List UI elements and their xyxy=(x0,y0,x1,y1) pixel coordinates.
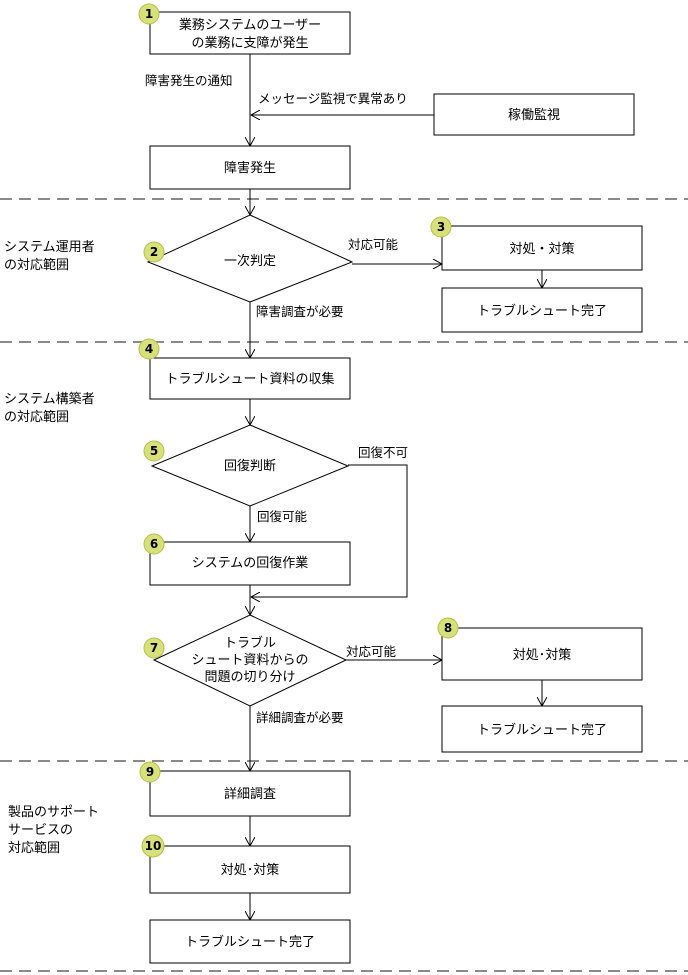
node-decision1: 一次判定 xyxy=(146,214,354,303)
node-monitor-label: 稼働監視 xyxy=(508,107,560,123)
node-detail: 詳細調査 xyxy=(149,770,351,817)
node-failure-label: 障害発生 xyxy=(224,160,276,176)
step-badge-5: 5 xyxy=(143,440,165,462)
zone-label-support-line1: 製品のサポート xyxy=(8,805,99,820)
node-done3-label: トラブルシュート完了 xyxy=(185,934,315,950)
node-decision2-label: 回復判断 xyxy=(224,458,276,474)
step-badge-10: 10 xyxy=(141,834,165,858)
step-badge-7: 7 xyxy=(143,637,165,659)
zone-label-support-line2: サービスの xyxy=(8,823,73,838)
step-badge-2: 2 xyxy=(143,241,165,263)
svg-text:8: 8 xyxy=(444,621,452,635)
edge-label-need-investigation: 障害調査が必要 xyxy=(256,304,344,319)
step-badge-8: 8 xyxy=(437,617,459,639)
svg-text:4: 4 xyxy=(145,342,153,356)
node-decision1-label: 一次判定 xyxy=(224,253,276,269)
svg-text:5: 5 xyxy=(150,444,158,458)
step-badge-6: 6 xyxy=(143,533,165,555)
edge-label-recoverable: 回復可能 xyxy=(257,509,308,524)
zone-label-support-line3: 対応範囲 xyxy=(8,841,60,856)
node-start: 業務システムのユーザー の業務に支障が発生 xyxy=(149,11,351,55)
node-failure: 障害発生 xyxy=(149,145,351,190)
svg-text:6: 6 xyxy=(150,537,158,551)
node-recovery-label: システムの回復作業 xyxy=(192,555,309,571)
edge-label-possible2: 対応可能 xyxy=(346,644,397,659)
node-done1: トラブルシュート完了 xyxy=(441,287,643,333)
svg-text:1: 1 xyxy=(145,7,153,21)
node-action1-label: 対処・対策 xyxy=(509,241,574,257)
node-action2-label: 対処･対策 xyxy=(513,647,572,663)
edge-label-monitor-message: メッセージ監視で異常あり xyxy=(258,91,408,106)
svg-text:2: 2 xyxy=(150,245,158,259)
step-badge-4: 4 xyxy=(138,338,160,360)
step-badge-3: 3 xyxy=(430,216,452,238)
svg-text:3: 3 xyxy=(437,220,445,234)
svg-text:9: 9 xyxy=(146,765,154,779)
edge-label-need-detail: 詳細調査が必要 xyxy=(256,710,344,725)
edge-decision2-unrecoverable xyxy=(251,464,408,597)
node-done3: トラブルシュート完了 xyxy=(149,919,351,964)
node-decision3: トラブル シュート資料からの 問題の切り分け xyxy=(152,614,348,707)
node-start-line1: 業務システムのユーザー xyxy=(179,17,321,33)
node-collect: トラブルシュート資料の収集 xyxy=(149,357,351,400)
edge-label-unrecoverable: 回復不可 xyxy=(358,445,408,460)
step-badge-9: 9 xyxy=(139,761,161,783)
svg-text:10: 10 xyxy=(145,839,162,853)
zone-label-builder-line2: の対応範囲 xyxy=(4,410,69,425)
svg-text:7: 7 xyxy=(150,641,158,655)
node-done2: トラブルシュート完了 xyxy=(441,705,643,753)
node-decision3-line1: トラブル xyxy=(224,635,276,651)
node-action1: 対処・対策 xyxy=(441,225,643,271)
node-done1-label: トラブルシュート完了 xyxy=(477,303,607,319)
node-monitor: 稼働監視 xyxy=(433,93,635,136)
node-decision3-line2: シュート資料からの xyxy=(191,653,308,668)
edge-label-notify: 障害発生の通知 xyxy=(145,73,233,88)
zone-label-builder-line1: システム構築者 xyxy=(4,392,95,407)
node-action3: 対処･対策 xyxy=(149,845,351,894)
zone-label-operator-line1: システム運用者 xyxy=(4,240,95,255)
node-detail-label: 詳細調査 xyxy=(224,786,276,802)
step-badge-1: 1 xyxy=(138,3,160,25)
node-action3-label: 対処･対策 xyxy=(221,862,280,878)
node-recovery: システムの回復作業 xyxy=(149,541,351,586)
node-start-line2: の業務に支障が発生 xyxy=(191,35,308,51)
node-done2-label: トラブルシュート完了 xyxy=(477,722,607,738)
node-collect-label: トラブルシュート資料の収集 xyxy=(165,371,334,387)
zone-label-operator-line2: の対応範囲 xyxy=(4,258,69,273)
edge-label-possible1: 対応可能 xyxy=(348,237,399,252)
node-decision3-line3: 問題の切り分け xyxy=(204,670,295,685)
node-decision2: 回復判断 xyxy=(150,424,350,507)
node-action2: 対処･対策 xyxy=(441,627,643,681)
